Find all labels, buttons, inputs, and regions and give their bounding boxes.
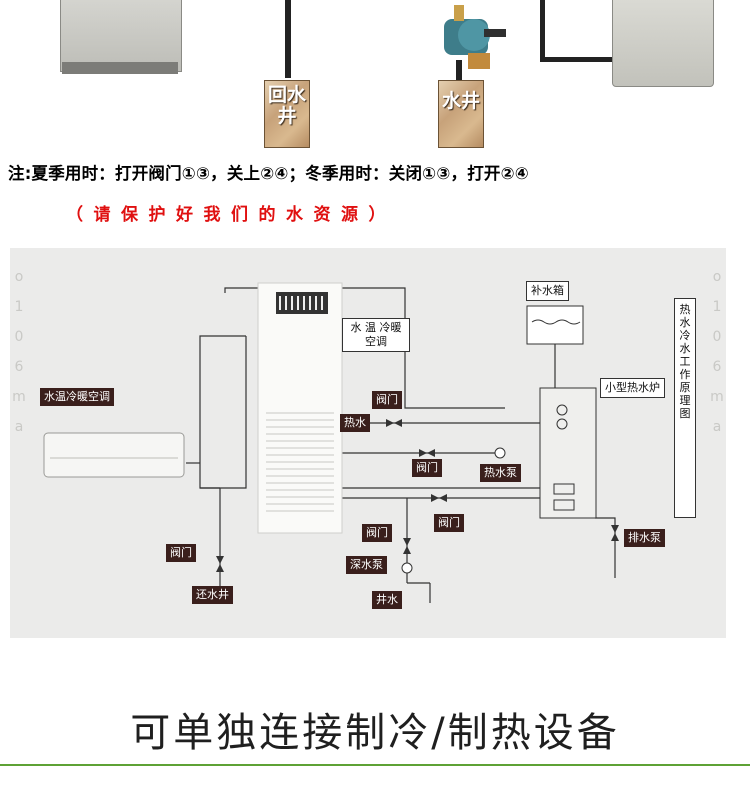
right-unit-image	[612, 0, 714, 87]
divider	[0, 764, 750, 766]
hot-water-pump-label: 热水泵	[480, 464, 521, 482]
ac-unit-label: 水 温 冷暖空调	[342, 318, 410, 352]
deep-water-pump-label: 深水泵	[346, 556, 387, 574]
left-unit-base	[62, 62, 178, 74]
diagram-lines	[43, 282, 619, 603]
right-pipe-horizontal	[540, 57, 615, 62]
hot-water-label: 热水	[340, 414, 370, 432]
well-pipe	[456, 60, 462, 82]
valve-label: 阀门	[412, 459, 442, 477]
valve-label: 阀门	[372, 391, 402, 409]
return-pipe	[285, 0, 291, 78]
makeup-tank-label: 补水箱	[526, 281, 569, 301]
right-pipe-vertical	[540, 0, 545, 62]
diagram-title: 热水冷水工作原理图	[674, 298, 696, 518]
pump-icon	[444, 5, 506, 69]
left-watermark: o106ma	[12, 269, 26, 435]
water-temp-ac-label: 水温冷暖空调	[40, 388, 114, 406]
return-well-label: 还水井	[192, 586, 233, 604]
left-unit-image	[60, 0, 182, 72]
well-water-label: 井水	[372, 591, 402, 609]
small-boiler-label: 小型热水炉	[600, 378, 665, 398]
drain-pump-label: 排水泵	[624, 529, 665, 547]
right-watermark: o106ma	[710, 269, 724, 435]
top-photo: 回水井 水井	[0, 0, 750, 150]
return-well-label: 回水井	[264, 80, 310, 148]
usage-note: 注:夏季用时：打开阀门①③，关上②④；冬季用时：关闭①③，打开②④	[8, 164, 529, 183]
section-title: 可单独连接制冷/制热设备	[130, 710, 620, 756]
water-well-label: 水井	[438, 80, 484, 148]
protect-water-note: （请保护好我们的水资源）	[66, 205, 396, 225]
valve-label: 阀门	[362, 524, 392, 542]
working-principle-diagram: o106ma o106ma 水温冷暖空调 水 温 冷暖空调 补水箱 热水冷水工作…	[10, 248, 726, 638]
valve-label: 阀门	[434, 514, 464, 532]
valve-label: 阀门	[166, 544, 196, 562]
